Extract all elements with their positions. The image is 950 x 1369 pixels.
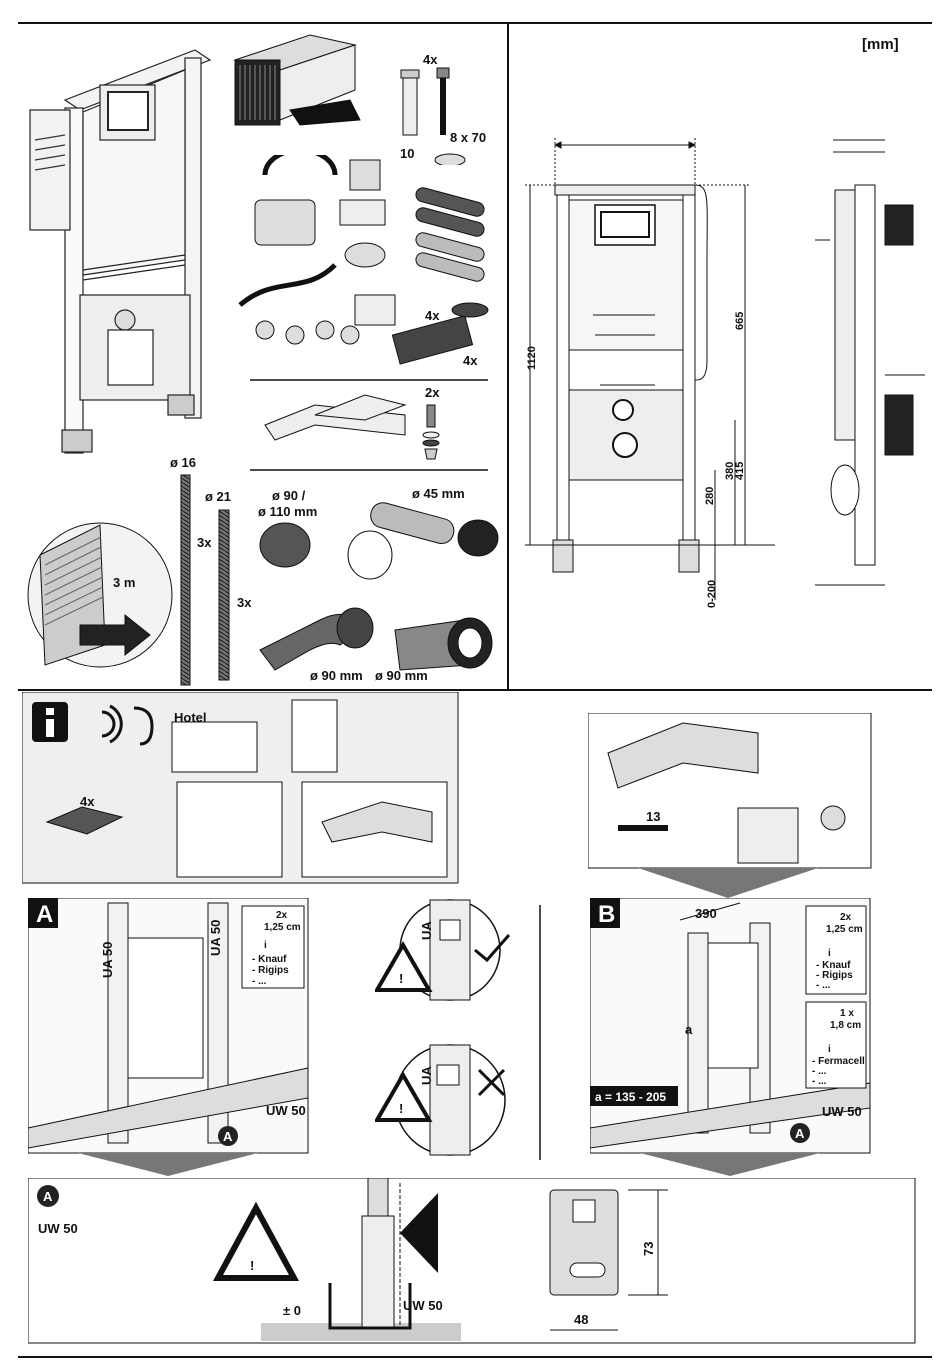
panel-b-info-icon-2: i (828, 1044, 831, 1055)
cistern-block-illustration (233, 34, 361, 126)
panel-b-note1-count: 2x (840, 912, 852, 923)
screw-count-label: 4x (423, 52, 438, 67)
panel-a-badge: A (36, 901, 53, 928)
cap-size-label-2: ø 110 mm (258, 504, 317, 519)
clip-count-b: 3x (237, 595, 252, 610)
wall-brackets-illustration: 2x (264, 385, 440, 460)
svg-text:!: ! (399, 971, 403, 986)
pad-count-label: 4x (425, 308, 440, 323)
wrench-size: 13 (646, 809, 660, 824)
panel-b: B 390 a a = 135 - 205 UW 50 A 2x 1,25 cm… (590, 898, 871, 1176)
dim-380: 380 (724, 462, 736, 480)
warn-ua-top: UA (419, 921, 434, 940)
bottom-dim-width: 48 (574, 1312, 588, 1327)
panel-a-ua-left: UA 50 (100, 942, 115, 978)
warning-icon-bottom (375, 1071, 433, 1122)
hotel-label: Hotel (174, 710, 207, 725)
svg-text:!: ! (250, 1258, 254, 1273)
panel-b-note1-item-3: - ... (816, 980, 831, 991)
warning-icon-top (375, 941, 433, 992)
hotel-building-icon (171, 721, 258, 773)
warn-ua-bottom: UA (419, 1066, 434, 1085)
panel-b-a-label: a (685, 1022, 693, 1037)
units-label: [mm] (862, 36, 899, 53)
dim-415: 415 (734, 462, 746, 480)
plug-size-label: 10 (400, 146, 414, 161)
panel-b-badge: B (598, 901, 615, 928)
panel-b-info-icon-1: i (828, 948, 831, 959)
bottom-title: UW 50 (38, 1221, 78, 1236)
pipe-cut-length-label: 3 m (113, 575, 135, 590)
pad-count-label-2: 4x (463, 353, 478, 368)
warning-details: ! UA ! UA (375, 899, 511, 1156)
fittings-parts-illustration: 4x 4x (238, 155, 489, 368)
installation-frame-illustration (29, 49, 212, 454)
panel-a-note-count: 2x (276, 910, 288, 921)
warning-icon-large (212, 1201, 300, 1281)
panel-a-circle-label: A (223, 1129, 233, 1144)
panel-a-note-item-2: - Rigips (252, 965, 289, 976)
panel-a-note-item-3: - ... (252, 976, 267, 987)
panel-b-note1-item-1: - Knauf (816, 960, 851, 971)
bottom-badge: A (43, 1189, 53, 1204)
pipe-coil-illustration: 3 m (27, 522, 173, 668)
check-icon (474, 934, 511, 963)
panel-a-note-item-1: - Knauf (252, 954, 287, 965)
dim-280: 280 (704, 487, 716, 505)
panel-b-note1-item-2: - Rigips (816, 970, 853, 981)
dim-1120: 1120 (526, 346, 538, 370)
cap-size-label: ø 90 / (272, 488, 306, 503)
bottom-dim-height: 73 (641, 1242, 656, 1256)
info-panel: Hotel 4x (22, 692, 459, 884)
panel-b-note1-thickness: 1,25 cm (826, 924, 863, 935)
panel-a-ua-right: UA 50 (208, 920, 223, 956)
seal-size-label: ø 45 mm (412, 486, 465, 501)
rod-16-label: ø 16 (170, 455, 196, 470)
bottom-floor-label: UW 50 (403, 1298, 443, 1313)
panel-a-info-icon: i (264, 940, 267, 951)
dimension-drawing: 1120 665 415 380 280 0-200 (525, 138, 925, 608)
panel-a-note-thickness: 1,25 cm (264, 922, 301, 933)
rod-21-label: ø 21 (205, 489, 231, 504)
caps-elbows-illustration: ø 90 / ø 110 mm ø 45 mm ø 90 mm ø 90 mm (258, 486, 499, 683)
info-pad-count: 4x (80, 794, 95, 809)
elbow-size-label: ø 90 mm (310, 668, 363, 683)
panel-b-note2-item-2: - ... (812, 1066, 827, 1077)
bottom-panel: A UW 50 ! ± 0 UW 50 73 48 (28, 1178, 916, 1344)
dim-665: 665 (734, 312, 746, 330)
panel-b-note2-item-1: - Fermacell (812, 1056, 865, 1067)
dim-foot-range: 0-200 (706, 580, 718, 608)
building-icon (291, 699, 338, 773)
panel-b-a-range: a = 135 - 205 (595, 1090, 666, 1104)
panel-b-note2-item-3: - ... (812, 1076, 827, 1087)
panel-b-floor-label: UW 50 (822, 1104, 862, 1119)
panel-a-floor-label: UW 50 (266, 1103, 306, 1118)
screw-size-label: 8 x 70 (450, 130, 486, 145)
bolt-count-label: 2x (425, 385, 440, 400)
panel-b-circle-label: A (795, 1126, 805, 1141)
wrench-panel: 13 (588, 713, 872, 898)
sound-icon (101, 704, 154, 746)
screws-illustration: 4x 10 8 x 70 (400, 52, 486, 165)
connector-size-label: ø 90 mm (375, 668, 428, 683)
cross-icon (477, 1068, 506, 1097)
panel-b-width: 390 (695, 906, 717, 921)
threaded-rods-illustration: ø 16 ø 21 3x 3x (170, 455, 252, 686)
svg-text:!: ! (399, 1101, 403, 1116)
panel-a: A UA 50 UA 50 UW 50 A 2x 1,25 cm i - Kna… (28, 898, 309, 1176)
clip-count-a: 3x (197, 535, 212, 550)
panel-b-note2-thickness: 1,8 cm (830, 1020, 861, 1031)
bottom-zero: ± 0 (283, 1303, 301, 1318)
panel-b-note2-count: 1 x (840, 1008, 854, 1019)
